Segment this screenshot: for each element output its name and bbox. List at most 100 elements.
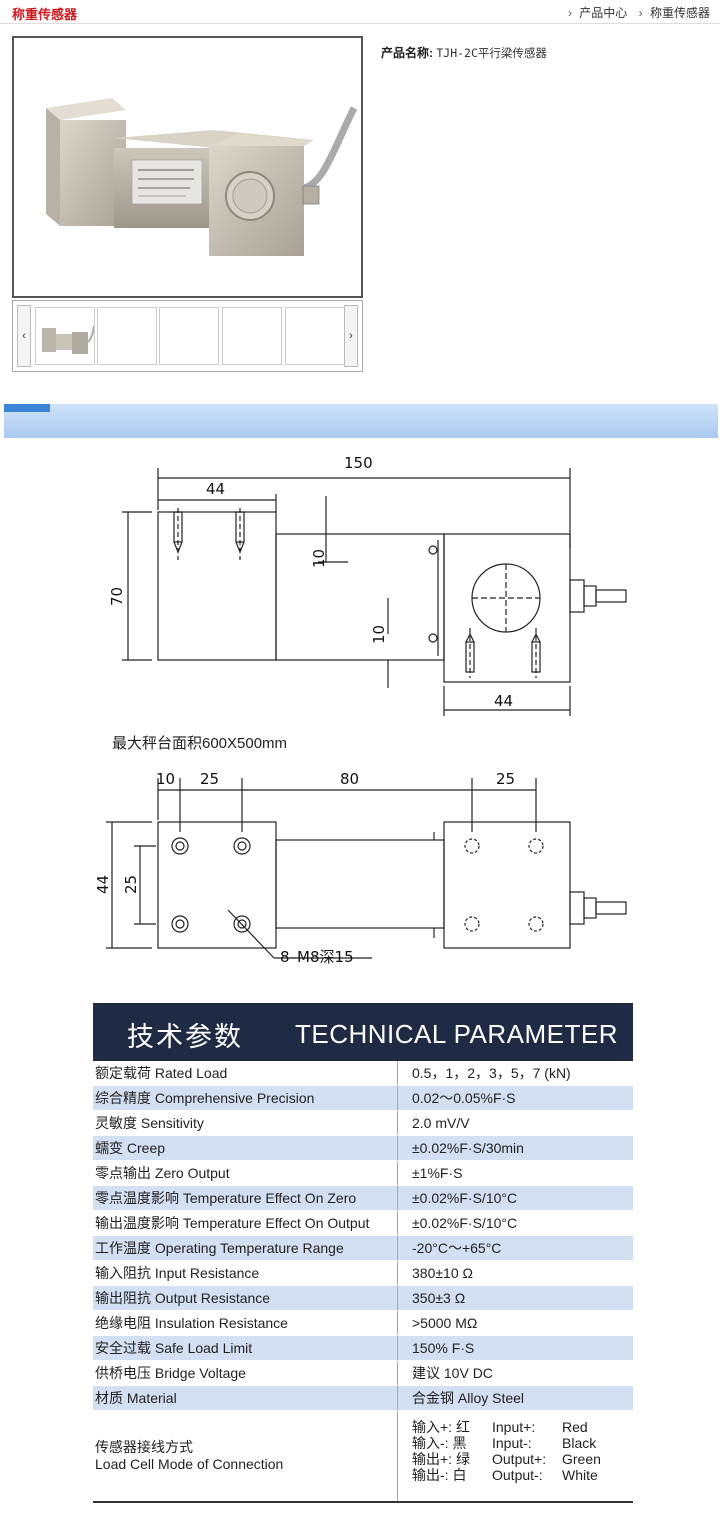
- thumbnail-3[interactable]: [159, 307, 219, 365]
- table-row: 额定载荷 Rated Load 0.5，1，2，3，5，7 (kN): [93, 1061, 633, 1086]
- row-label: 工作温度 Operating Temperature Range: [93, 1236, 398, 1260]
- chevron-right-icon: ›: [638, 6, 643, 20]
- technical-parameter-table: 技术参数 TECHNICAL PARAMETER 额定载荷 Rated Load…: [93, 1003, 633, 1503]
- row-label: 额定载荷 Rated Load: [93, 1061, 398, 1085]
- section-divider-band: [4, 404, 718, 438]
- table-row: 绝缘电阻 Insulation Resistance >5000 MΩ: [93, 1311, 633, 1336]
- table-row: 输出阻抗 Output Resistance 350±3 Ω: [93, 1286, 633, 1311]
- table-row: 输出温度影响 Temperature Effect On Output ±0.02…: [93, 1211, 633, 1236]
- table-row: 工作温度 Operating Temperature Range -20°C～+6…: [93, 1236, 633, 1261]
- row-label: 安全过载 Safe Load Limit: [93, 1336, 398, 1360]
- wire-color: Red: [562, 1419, 588, 1435]
- dim-10-lower: 10: [370, 625, 388, 644]
- row-value: 合金钢 Alloy Steel: [412, 1390, 525, 1406]
- dim-25-vertical: 25: [122, 875, 140, 894]
- thumbnail-2[interactable]: [97, 307, 157, 365]
- row-label: 零点温度影响 Temperature Effect On Zero: [93, 1186, 398, 1210]
- connection-label-cn: 传感器接线方式: [95, 1439, 193, 1455]
- dim-80: 80: [340, 770, 359, 788]
- row-label: 蠕变 Creep: [93, 1136, 398, 1160]
- row-value: ±0.02%F·S/10°C: [412, 1190, 518, 1206]
- connection-label-en: Load Cell Mode of Connection: [95, 1456, 284, 1472]
- dim-44-right: 44: [494, 692, 513, 710]
- connection-label: 传感器接线方式 Load Cell Mode of Connection: [93, 1411, 398, 1501]
- thumbnail-5[interactable]: [285, 307, 345, 365]
- table-row: 安全过载 Safe Load Limit 150% F·S: [93, 1336, 633, 1361]
- table-row: 零点温度影响 Temperature Effect On Zero ±0.02%F…: [93, 1186, 633, 1211]
- page-title: 称重传感器: [12, 7, 78, 22]
- row-value: 2.0 mV/V: [412, 1115, 470, 1131]
- table-row: 综合精度 Comprehensive Precision 0.02～0.05%F·…: [93, 1086, 633, 1111]
- section-tab-marker: [4, 404, 50, 412]
- top-header: 称重传感器 › 产品中心 › 称重传感器: [0, 0, 720, 24]
- row-value: ±0.02%F·S/10°C: [412, 1215, 518, 1231]
- wire-en: Output+:: [492, 1451, 547, 1467]
- row-label: 输入阻抗 Input Resistance: [93, 1261, 398, 1285]
- wire-color: Black: [562, 1435, 597, 1451]
- dim-10-upper: 10: [310, 549, 328, 568]
- row-label: 零点输出 Zero Output: [93, 1161, 398, 1185]
- wire-row: 输出+: 绿 Output+: Green: [412, 1451, 601, 1467]
- dim-150: 150: [344, 454, 373, 472]
- wire-cn: 输入-: 黑: [412, 1435, 467, 1451]
- dim-44-top: 44: [206, 480, 225, 498]
- technical-drawing: 150 44 10 70 10 44 10 25 80 25 44 25 8–M…: [94, 454, 627, 966]
- row-value: ±1%F·S: [412, 1165, 463, 1181]
- wire-cn: 输入+: 红: [412, 1419, 470, 1435]
- row-label: 输出温度影响 Temperature Effect On Output: [93, 1211, 398, 1235]
- wire-row: 输出-: 白 Output-: White: [412, 1467, 601, 1483]
- row-value: 0.02～0.05%F·S: [412, 1090, 516, 1106]
- wire-color: White: [562, 1467, 598, 1483]
- row-label: 输出阻抗 Output Resistance: [93, 1286, 398, 1310]
- thread-spec: 8–M8深15: [280, 948, 354, 966]
- row-value: 建议 10V DC: [412, 1365, 493, 1381]
- breadcrumb-item-products[interactable]: 产品中心: [579, 6, 628, 20]
- table-row-connection: 传感器接线方式 Load Cell Mode of Connection 输入+…: [93, 1411, 633, 1503]
- product-name-value: TJH-2C平行梁传感器: [436, 46, 547, 60]
- thumbnail-1[interactable]: [35, 307, 95, 365]
- table-title-cn: 技术参数: [127, 1022, 243, 1052]
- thumbnail-4[interactable]: [222, 307, 282, 365]
- row-label: 供桥电压 Bridge Voltage: [93, 1361, 398, 1385]
- row-value: >5000 MΩ: [412, 1315, 478, 1331]
- thumbnail-prev-button[interactable]: ‹: [17, 305, 31, 367]
- table-title-en: TECHNICAL PARAMETER: [295, 1019, 618, 1049]
- table-row: 输入阻抗 Input Resistance 380±10 Ω: [93, 1261, 633, 1286]
- wire-cn: 输出-: 白: [412, 1467, 467, 1483]
- row-value: -20°C～+65°C: [412, 1240, 502, 1256]
- row-label: 综合精度 Comprehensive Precision: [93, 1086, 398, 1110]
- dim-25-right: 25: [496, 770, 515, 788]
- wire-en: Input+:: [492, 1419, 536, 1435]
- chevron-right-icon: ›: [567, 6, 572, 20]
- wire-row: 输入-: 黑 Input-: Black: [412, 1435, 601, 1451]
- wire-en: Output-:: [492, 1467, 543, 1483]
- row-label: 灵敏度 Sensitivity: [93, 1111, 398, 1135]
- dim-44-left: 44: [94, 875, 112, 894]
- row-value: 350±3 Ω: [412, 1290, 466, 1306]
- connection-wires: 输入+: 红 Input+: Red 输入-: 黑 Input-: Black 输出+:…: [398, 1411, 601, 1501]
- dim-25-left: 25: [200, 770, 219, 788]
- wire-en: Input-:: [492, 1435, 532, 1451]
- product-main-image[interactable]: [12, 36, 363, 298]
- row-value: 150% F·S: [412, 1340, 475, 1356]
- thumbnail-next-button[interactable]: ›: [344, 305, 358, 367]
- wire-color: Green: [562, 1451, 601, 1467]
- product-name: 产品名称: TJH-2C平行梁传感器: [381, 44, 547, 61]
- dim-10: 10: [156, 770, 175, 788]
- breadcrumb: › 产品中心 › 称重传感器: [560, 4, 710, 21]
- row-value: 0.5，1，2，3，5，7 (kN): [412, 1065, 571, 1081]
- breadcrumb-item-category[interactable]: 称重传感器: [649, 6, 710, 20]
- thumbnail-strip: ‹ ›: [12, 300, 363, 372]
- product-name-label: 产品名称:: [381, 46, 433, 60]
- table-row: 灵敏度 Sensitivity 2.0 mV/V: [93, 1111, 633, 1136]
- row-value: ±0.02%F·S/30min: [412, 1140, 524, 1156]
- table-row: 材质 Material 合金钢 Alloy Steel: [93, 1386, 633, 1411]
- wire-row: 输入+: 红 Input+: Red: [412, 1419, 601, 1435]
- wire-cn: 输出+: 绿: [412, 1451, 470, 1467]
- table-header: 技术参数 TECHNICAL PARAMETER: [93, 1003, 633, 1061]
- table-row: 零点输出 Zero Output ±1%F·S: [93, 1161, 633, 1186]
- row-label: 绝缘电阻 Insulation Resistance: [93, 1311, 398, 1335]
- dim-70: 70: [108, 587, 126, 606]
- row-value: 380±10 Ω: [412, 1265, 473, 1281]
- row-label: 材质 Material: [93, 1386, 398, 1410]
